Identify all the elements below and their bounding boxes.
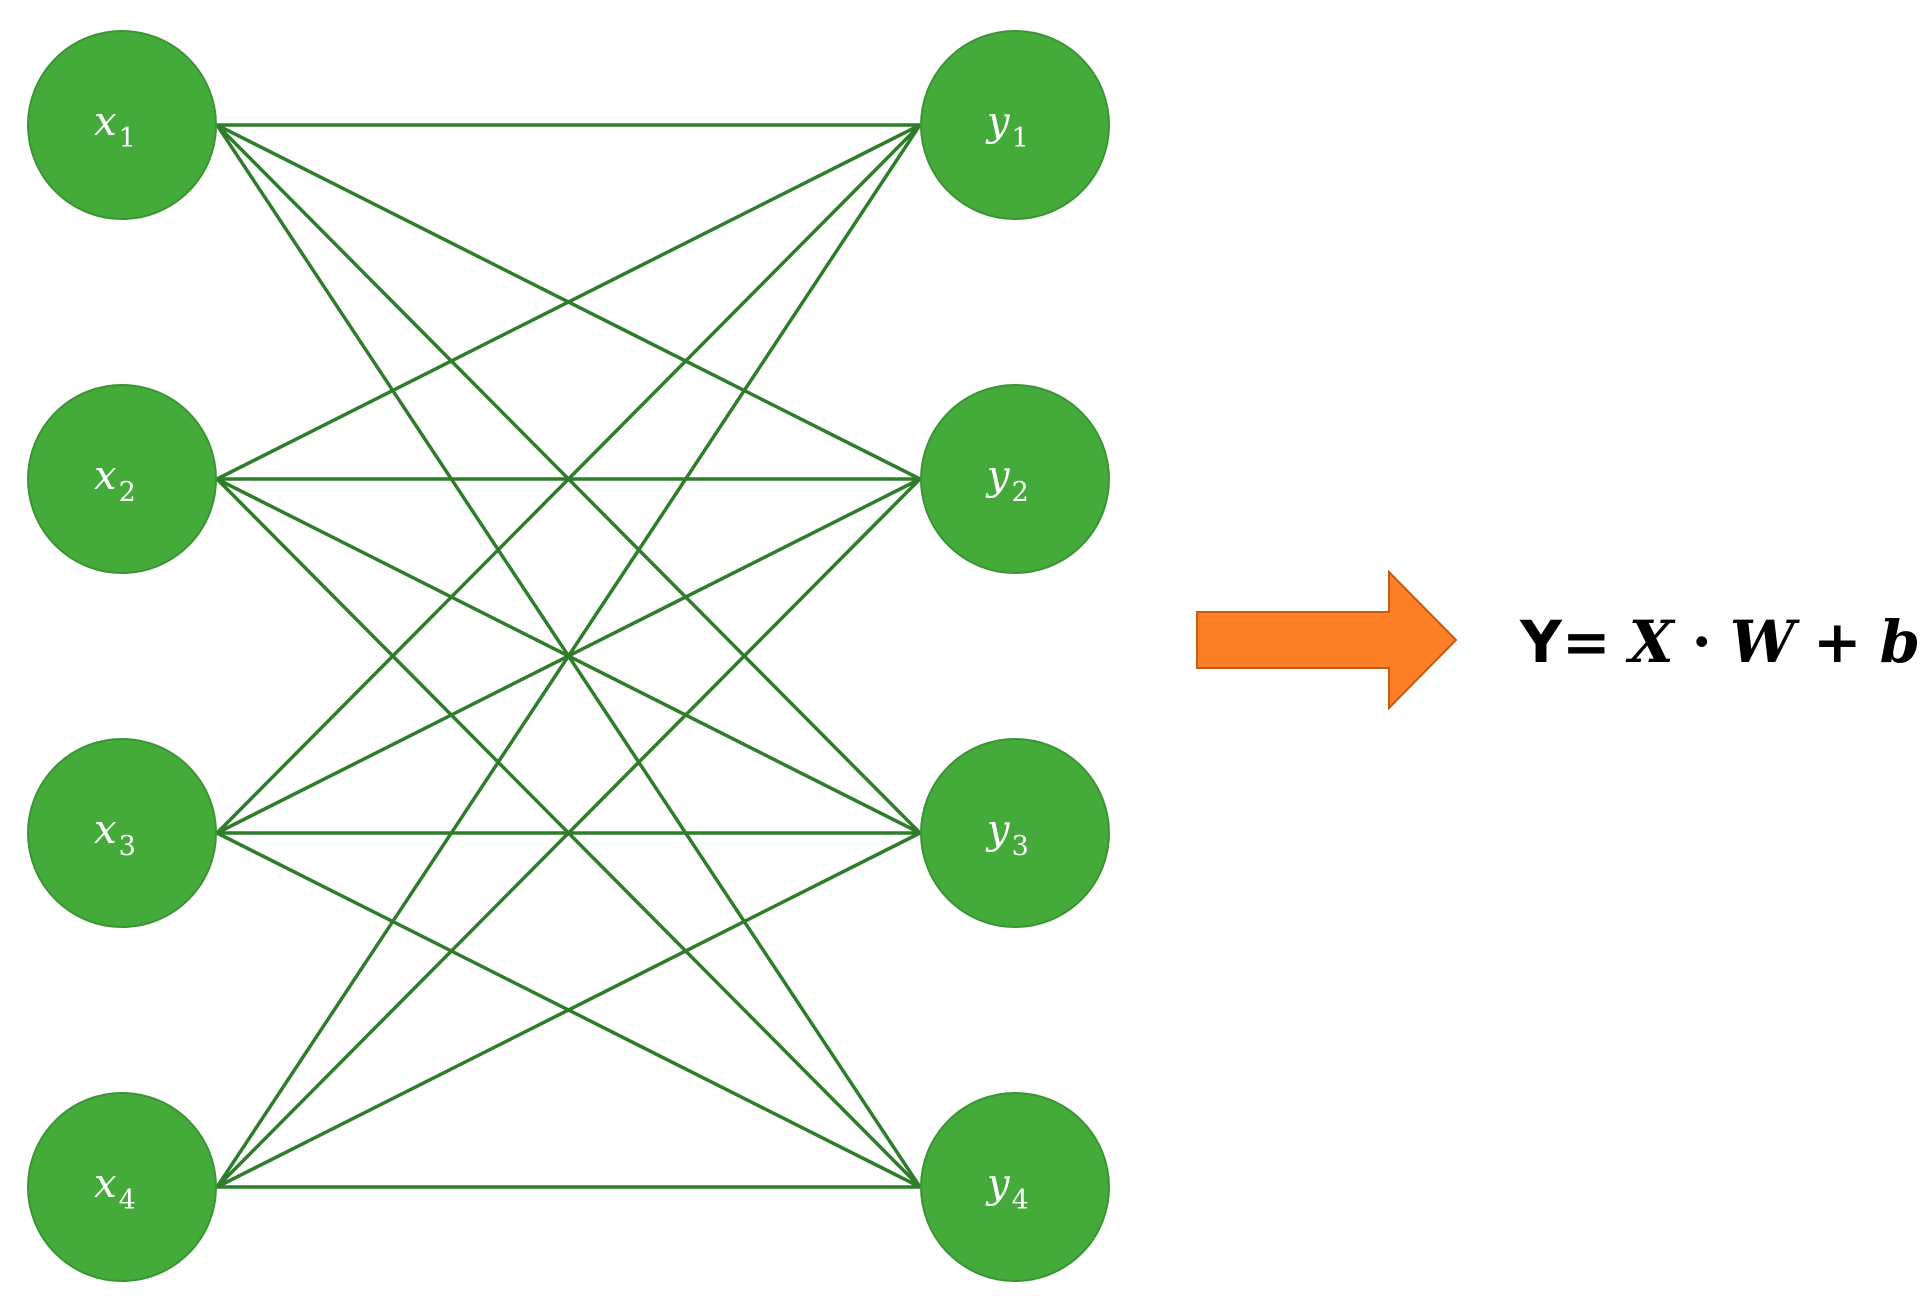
output-node-circle xyxy=(920,1092,1110,1282)
output-node-var: y xyxy=(985,1161,1011,1207)
output-node-var: y xyxy=(985,453,1011,499)
right-arrow-icon xyxy=(1196,569,1458,711)
formula-equals: = xyxy=(1562,608,1611,676)
input-node-circle xyxy=(27,30,217,220)
output-node-circle xyxy=(920,30,1110,220)
input-node-subscript: 3 xyxy=(119,831,136,862)
input-node-label: x3 xyxy=(94,807,136,862)
edge-x4-y3 xyxy=(216,831,921,1189)
output-node-label: y1 xyxy=(985,99,1029,154)
input-node-label: x2 xyxy=(94,453,136,508)
output-node-subscript: 4 xyxy=(1012,1185,1029,1216)
formula: Y=X· W+ b xyxy=(1519,608,1920,676)
output-node-var: y xyxy=(985,99,1011,145)
output-node-subscript: 1 xyxy=(1012,123,1029,154)
output-node-circle xyxy=(920,738,1110,928)
input-node-subscript: 4 xyxy=(119,1185,136,1216)
input-node-var: x xyxy=(94,453,117,499)
input-node-subscript: 2 xyxy=(119,477,136,508)
input-node-circle xyxy=(27,1092,217,1282)
formula-dot: · xyxy=(1692,608,1712,676)
formula-x: X xyxy=(1625,608,1676,676)
output-node-2: y2 xyxy=(920,384,1110,574)
formula-plus: + xyxy=(1813,608,1862,676)
input-node-4: x4 xyxy=(27,1092,217,1282)
output-node-4: y4 xyxy=(920,1092,1110,1282)
input-node-var: x xyxy=(94,99,117,145)
input-node-1: x1 xyxy=(27,30,217,220)
output-node-label: y2 xyxy=(985,453,1029,508)
output-node-subscript: 3 xyxy=(1012,831,1029,862)
output-node-3: y3 xyxy=(920,738,1110,928)
output-node-var: y xyxy=(985,807,1011,853)
input-node-circle xyxy=(27,738,217,928)
output-node-subscript: 2 xyxy=(1012,477,1029,508)
input-node-label: x1 xyxy=(94,99,136,154)
input-node-var: x xyxy=(94,807,117,853)
input-node-var: x xyxy=(94,1161,117,1207)
connection-edges xyxy=(215,123,922,1189)
output-node-circle xyxy=(920,384,1110,574)
formula-b: b xyxy=(1880,608,1921,676)
edge-x2-y1 xyxy=(216,123,921,481)
edge-x3-y1 xyxy=(215,123,922,835)
input-node-label: x4 xyxy=(94,1161,136,1216)
input-node-3: x3 xyxy=(27,738,217,928)
edge-x4-y2 xyxy=(215,477,922,1189)
output-node-label: y3 xyxy=(985,807,1029,862)
input-node-2: x2 xyxy=(27,384,217,574)
formula-w: W xyxy=(1730,608,1800,676)
input-node-circle xyxy=(27,384,217,574)
formula-y: Y xyxy=(1519,608,1563,676)
edge-x4-y1 xyxy=(215,124,922,1188)
output-node-1: y1 xyxy=(920,30,1110,220)
output-node-label: y4 xyxy=(985,1161,1029,1216)
input-node-subscript: 1 xyxy=(119,123,136,154)
